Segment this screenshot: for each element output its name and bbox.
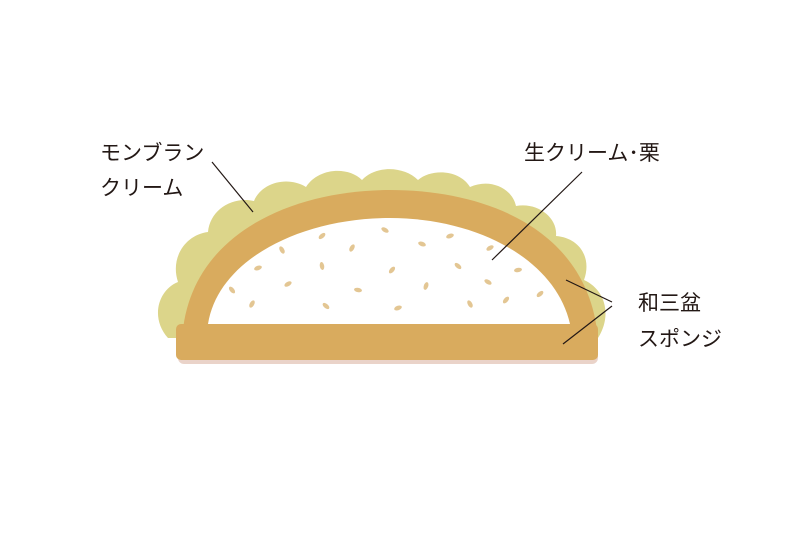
chestnut-piece xyxy=(446,233,454,239)
leader-wasanbon-top xyxy=(565,279,613,303)
leader-montblanc xyxy=(211,161,254,213)
chestnut-piece xyxy=(319,262,325,270)
label-wasanbon-line2: スポンジ xyxy=(638,327,722,351)
label-wasanbon-line1: 和三盆 xyxy=(638,291,701,315)
chestnut-piece xyxy=(322,302,330,310)
chestnut-piece xyxy=(318,232,326,240)
chestnut-piece xyxy=(467,300,473,308)
label-montblanc-line2: クリーム xyxy=(100,176,183,200)
chestnut-piece xyxy=(284,281,292,287)
chestnut-piece xyxy=(502,296,510,304)
chestnut-piece xyxy=(254,265,262,271)
fresh-cream-interior xyxy=(208,218,570,324)
sponge-base xyxy=(176,324,598,360)
chestnut-piece xyxy=(423,282,429,290)
chestnut-piece xyxy=(484,279,492,285)
chestnut-piece xyxy=(388,266,396,274)
chestnut-piece xyxy=(349,244,355,252)
chestnut-piece xyxy=(514,267,522,273)
label-fresh-cream: 生クリーム･栗 xyxy=(524,141,660,165)
chestnut-piece xyxy=(249,300,255,308)
chestnut-piece xyxy=(228,286,236,294)
chestnut-piece xyxy=(394,305,402,311)
chestnut-piece xyxy=(354,287,362,293)
chestnut-piece xyxy=(279,246,285,254)
chestnut-piece xyxy=(486,245,494,251)
label-montblanc-line1: モンブラン xyxy=(100,141,204,165)
chestnut-piece xyxy=(536,290,544,298)
chestnut-piece xyxy=(418,241,426,247)
chestnut-pieces xyxy=(228,227,544,311)
leader-fresh-cream xyxy=(491,171,583,261)
chestnut-piece xyxy=(454,262,462,270)
chestnut-piece xyxy=(381,227,389,233)
leader-wasanbon-bottom xyxy=(562,305,613,345)
